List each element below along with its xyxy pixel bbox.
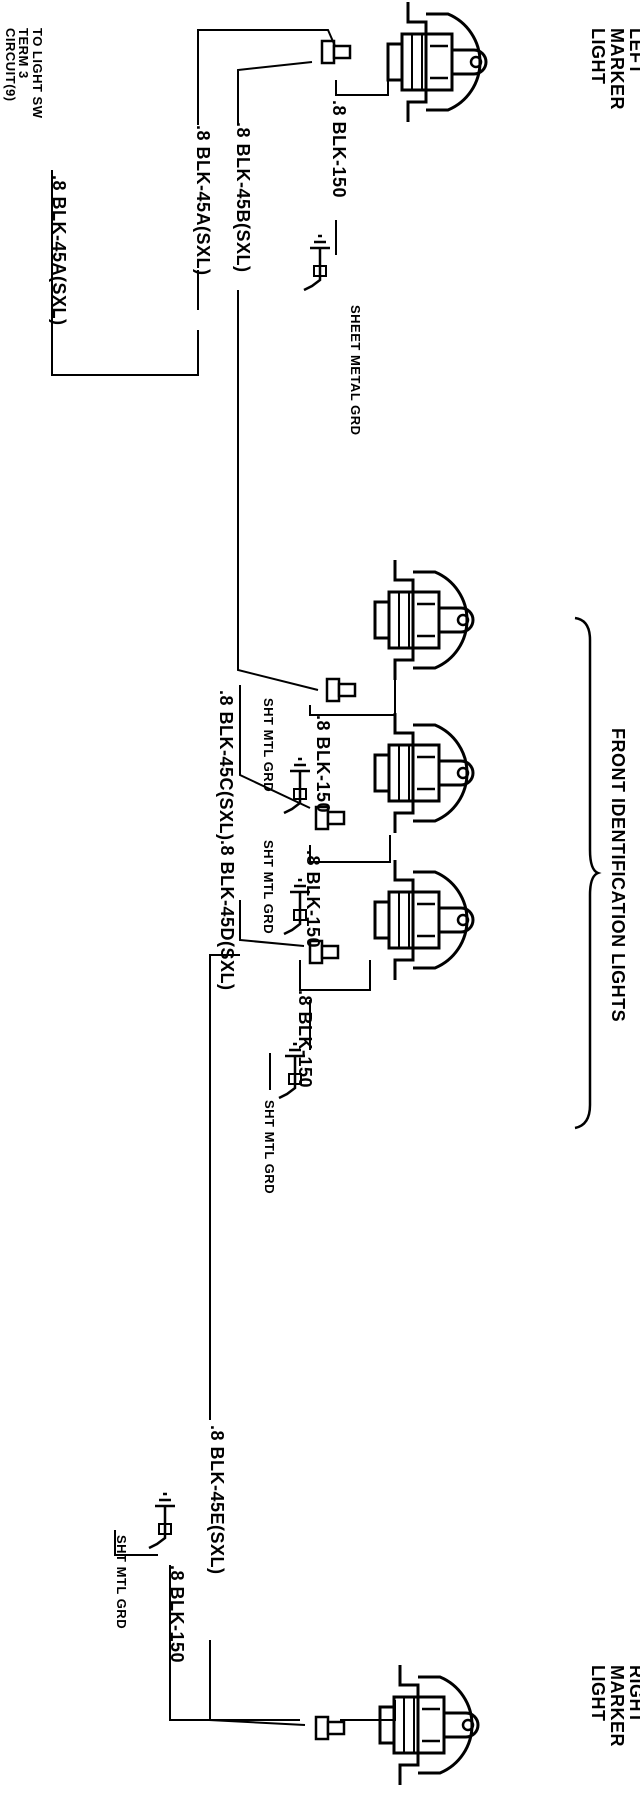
ground-right xyxy=(147,1492,177,1550)
to-light-sw-label: TO LIGHT SW TERM 3 CIRCUIT(9) xyxy=(2,28,45,119)
front-id-label: FRONT IDENTIFICATION LIGHTS xyxy=(608,728,628,1023)
wire-45a: .8 BLK-45A(SXL) xyxy=(193,125,213,276)
connector-right xyxy=(314,1715,346,1741)
front-id-lamp-3 xyxy=(373,858,475,982)
wire-45d: .8 BLK-45D(SXL) xyxy=(217,840,237,991)
front-id-lamp-2 xyxy=(373,711,475,835)
wire-150-id2: .8 BLK-150 xyxy=(303,850,323,949)
wires xyxy=(51,29,602,1726)
left-marker-label: LEFT MARKER LIGHT xyxy=(588,28,640,110)
wire-150-right: .8 BLK-150 xyxy=(167,1565,187,1664)
sheet-metal-grd-label: SHEET METAL GRD xyxy=(348,305,363,436)
sht-mtl-grd-id1: SHT MTL GRD xyxy=(261,698,276,793)
wire-45e: .8 BLK-45E(SXL) xyxy=(207,1425,227,1575)
sht-mtl-grd-right: SHT MTL GRD xyxy=(114,1535,129,1630)
wire-45c: .8 BLK-45C(SXL) xyxy=(216,690,236,841)
wire-45b: .8 BLK-45B(SXL) xyxy=(233,122,253,273)
wire-150-left: .8 BLK-150 xyxy=(329,100,349,199)
sht-mtl-grd-id2: SHT MTL GRD xyxy=(261,840,276,935)
wire-150-id1: .8 BLK-150 xyxy=(313,715,333,814)
wire-150-id3: .8 BLK-150 xyxy=(295,990,315,1089)
right-marker-label: RIGHT MARKER LIGHT xyxy=(588,1665,640,1747)
front-id-lamp-1 xyxy=(373,558,475,682)
left-marker-lamp xyxy=(386,0,488,124)
right-marker-lamp xyxy=(378,1663,480,1787)
connector-id1 xyxy=(325,677,357,703)
ground-left xyxy=(302,234,332,292)
connector-left xyxy=(320,39,352,65)
ground-id1 xyxy=(282,757,312,815)
wire-45a-top: .8 BLK-45A(SXL) xyxy=(49,175,69,326)
sht-mtl-grd-id3: SHT MTL GRD xyxy=(262,1100,277,1195)
